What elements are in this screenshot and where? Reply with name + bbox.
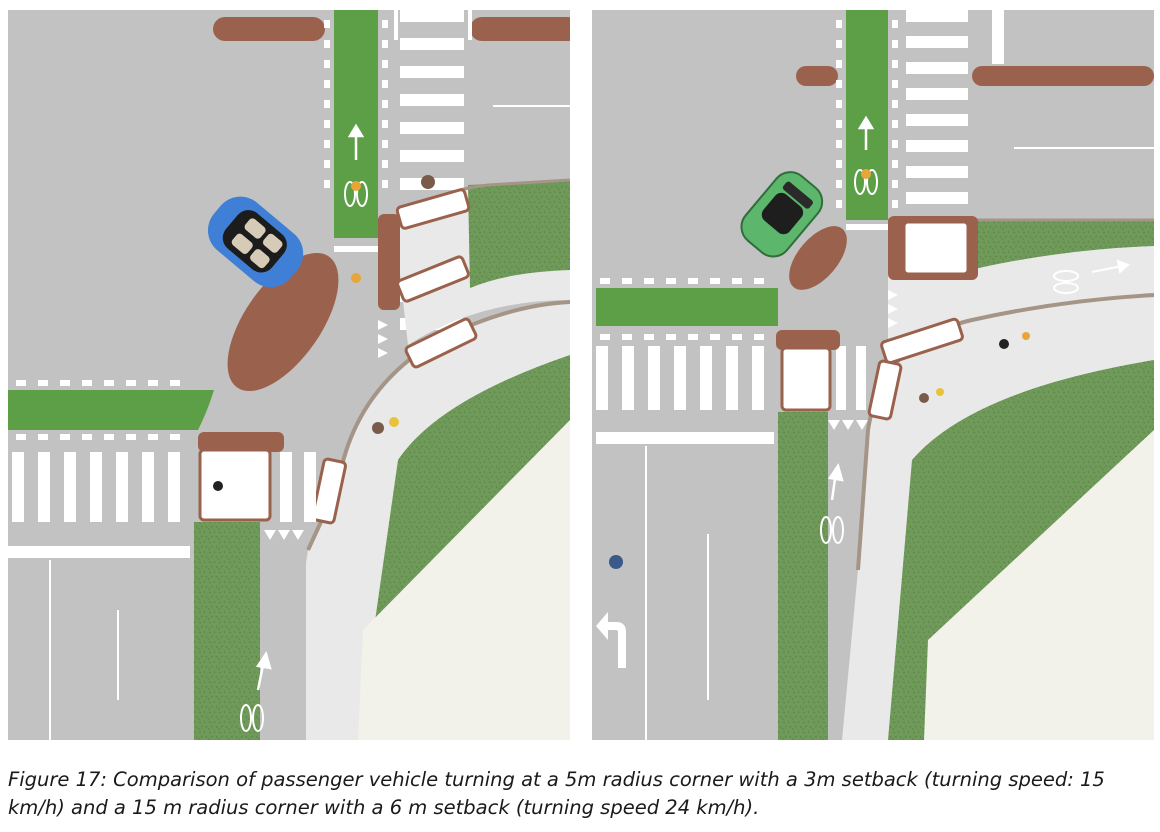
crosswalk-edge <box>394 10 398 40</box>
planter-strip <box>902 220 970 276</box>
left-intersection-diagram <box>8 10 570 740</box>
cyclist-icon <box>351 181 361 191</box>
pedestrian-icon <box>372 422 384 434</box>
grass-northeast <box>468 180 570 288</box>
bike-lane-arrow-icon <box>827 463 844 501</box>
bike-lane-dashes <box>836 20 898 208</box>
bike-lane-arrow-icon <box>857 115 875 150</box>
figure-caption: Figure 17: Comparison of passenger vehic… <box>8 768 1105 819</box>
corner-island-planter <box>227 252 339 392</box>
planter-top <box>213 17 325 41</box>
right-intersection-svg <box>592 10 1154 740</box>
pedestrian-icon <box>936 388 944 396</box>
bicycle-symbol-icon <box>240 704 264 732</box>
planter-top-right <box>470 17 570 41</box>
pedestrian-icon <box>213 481 223 491</box>
planter-top-right <box>972 66 1154 86</box>
corner-island-planter <box>789 226 847 290</box>
left-intersection-svg <box>8 10 570 740</box>
planter-top <box>796 66 838 86</box>
pedestrian-icon <box>999 339 1009 349</box>
bicycle-symbol-icon <box>344 181 368 207</box>
planter-southwest <box>776 330 840 350</box>
lane-edge <box>992 10 1004 64</box>
crosswalk-west <box>596 346 866 410</box>
bike-lane-arrow-icon <box>255 651 272 691</box>
pedestrian-icon <box>1022 332 1030 340</box>
stop-line-west <box>596 432 774 444</box>
cyclist-icon <box>861 169 871 179</box>
sedan-car-icon <box>740 171 824 258</box>
planter-strip <box>867 317 964 421</box>
planter-strip <box>780 346 832 412</box>
crosswalk-edge <box>468 10 472 40</box>
convertible-car-icon <box>207 196 304 288</box>
stop-bar <box>334 246 378 252</box>
bike-lane-dashes <box>324 20 388 188</box>
planter-southwest <box>198 432 284 452</box>
stop-line-west <box>8 546 190 558</box>
pedestrian-icon <box>919 393 929 403</box>
yield-markings <box>264 320 388 540</box>
planter-strip <box>395 188 471 303</box>
planter-strip <box>311 317 478 525</box>
bicycle-symbol-icon <box>820 516 844 544</box>
cyclist-icon <box>351 273 361 283</box>
pavement-southeast <box>924 430 1154 740</box>
crosswalk-west <box>12 452 316 522</box>
bike-lane-arrow-icon <box>347 123 365 160</box>
bike-lane-dashes <box>16 380 180 440</box>
grass-southwest <box>778 412 828 740</box>
bike-lane-west <box>8 390 214 430</box>
pedestrian-icon <box>389 417 399 427</box>
left-turn-arrow-icon <box>596 612 626 668</box>
bike-lane-west <box>596 288 778 326</box>
planter-northeast <box>378 214 400 310</box>
planter-strip <box>198 448 272 522</box>
grass-southwest <box>194 522 260 740</box>
stop-bar <box>846 224 888 230</box>
cyclist-icon <box>609 555 623 569</box>
pavement-southeast <box>358 420 570 740</box>
grass-northeast <box>962 220 1154 272</box>
pedestrian-icon <box>421 175 435 189</box>
bicycle-symbol-icon <box>1053 259 1130 294</box>
bike-lane-dashes <box>600 278 764 340</box>
bicycle-symbol-icon <box>854 169 878 195</box>
right-intersection-diagram <box>592 10 1154 740</box>
yield-markings <box>828 290 898 430</box>
bike-lane-south <box>260 550 306 740</box>
